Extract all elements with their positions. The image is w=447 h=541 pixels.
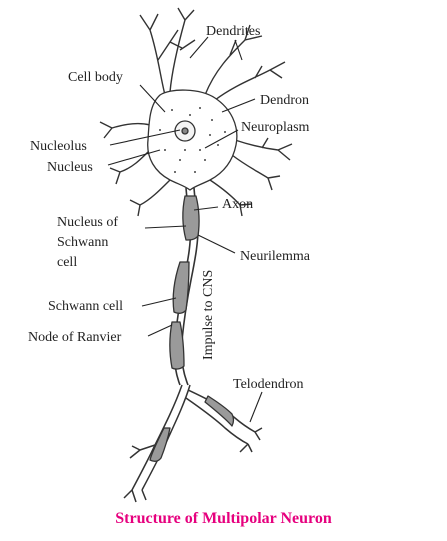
label-nucleus: Nucleus bbox=[47, 160, 93, 175]
label-neurilemma: Neurilemma bbox=[240, 249, 311, 264]
label-axon: Axon bbox=[222, 197, 253, 212]
leader-lines bbox=[107, 36, 263, 423]
label-node-of-ranvier: Node of Ranvier bbox=[28, 330, 122, 345]
neuroplasm-granules bbox=[159, 107, 226, 173]
labels: Dendrites Cell body Dendron Neuroplasm N… bbox=[28, 24, 311, 392]
label-nucleus-of-schwann-line3: cell bbox=[57, 255, 77, 270]
label-nucleus-of-schwann-line1: Nucleus of bbox=[57, 215, 118, 230]
label-cell-body: Cell body bbox=[68, 70, 123, 85]
nucleolus-shape bbox=[181, 127, 189, 135]
myelin-sheath bbox=[169, 195, 200, 370]
figure-caption: Structure of Multipolar Neuron bbox=[115, 510, 332, 527]
label-impulse-to-cns: Impulse to CNS bbox=[201, 270, 216, 360]
telodendron-myelin bbox=[149, 395, 235, 462]
label-dendron: Dendron bbox=[260, 93, 309, 108]
label-schwann-cell: Schwann cell bbox=[48, 299, 123, 314]
label-nucleus-of-schwann-line2: Schwann bbox=[57, 235, 108, 250]
label-nucleolus: Nucleolus bbox=[30, 139, 87, 154]
label-dendrites: Dendrites bbox=[206, 24, 260, 39]
dendrites bbox=[99, 7, 293, 217]
label-telodendron: Telodendron bbox=[233, 377, 304, 392]
neuron-illustration bbox=[99, 7, 293, 503]
cell-body-shape bbox=[147, 89, 238, 191]
telodendron-branches bbox=[123, 384, 263, 503]
label-neuroplasm: Neuroplasm bbox=[241, 120, 310, 135]
